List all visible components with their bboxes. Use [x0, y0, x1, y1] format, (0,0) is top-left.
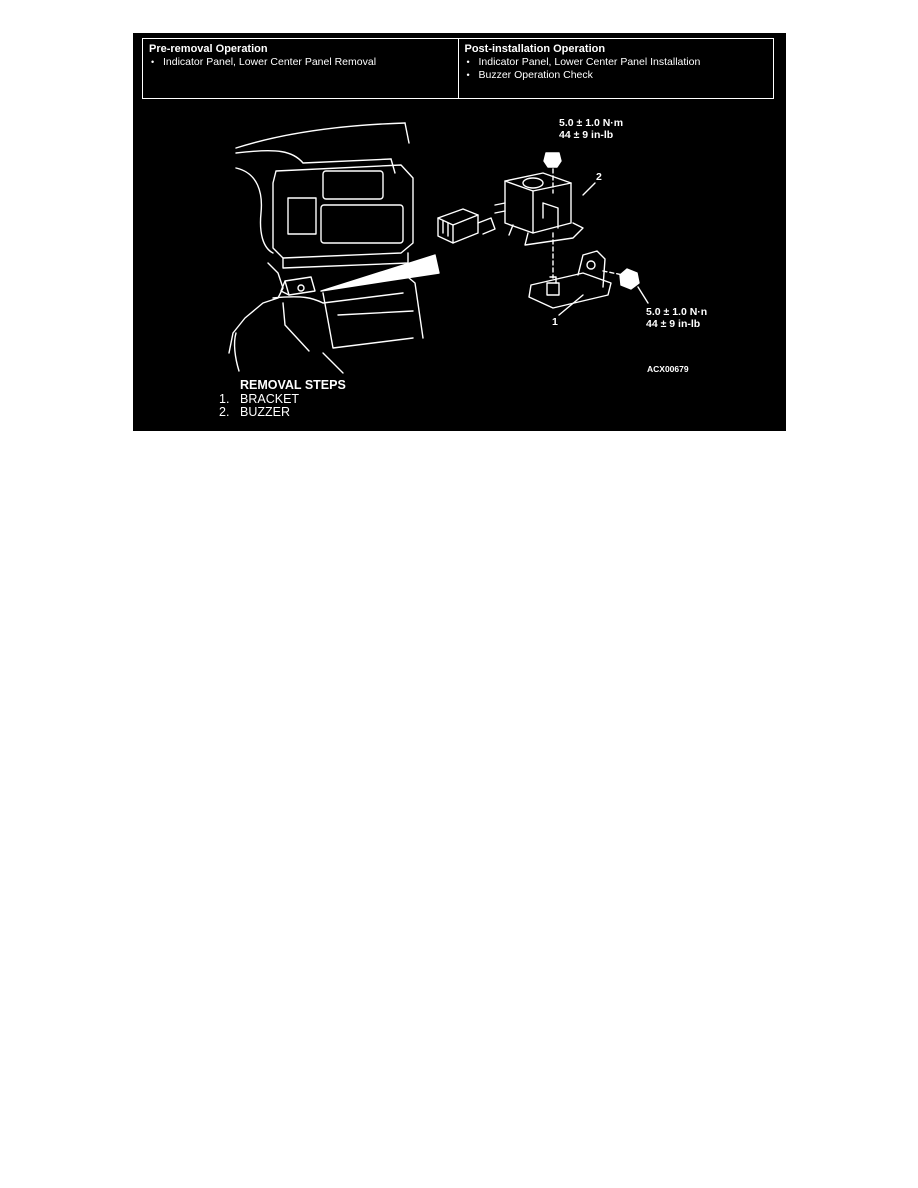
leader-line-1 [558, 294, 584, 316]
bracket-part [528, 250, 612, 309]
service-figure: Pre-removal Operation Indicator Panel, L… [133, 33, 786, 431]
post-installation-column: Post-installation Operation Indicator Pa… [457, 39, 774, 98]
buzzer-unit [494, 172, 584, 246]
side-nut [602, 268, 640, 290]
pre-removal-heading: Pre-removal Operation [149, 43, 268, 55]
post-installation-heading: Post-installation Operation [464, 43, 606, 55]
connector-plug [437, 208, 496, 244]
pre-removal-item: Indicator Panel, Lower Center Panel Remo… [149, 56, 452, 69]
removal-step-label: BUZZER [240, 405, 290, 419]
operations-table: Pre-removal Operation Indicator Panel, L… [142, 38, 774, 99]
torque-side-line2: 44 ± 9 in-lb [646, 318, 701, 330]
removal-step: 1. BRACKET [219, 391, 346, 407]
removal-step-label: BRACKET [240, 391, 300, 406]
pointer-wedge [320, 254, 440, 292]
figure-code: ACX00679 [647, 364, 689, 374]
buzzer-location-marker [280, 276, 316, 296]
torque-top-line2: 44 ± 9 in-lb [559, 129, 614, 141]
part-number-1: 1 [552, 316, 558, 328]
torque-side-line1: 5.0 ± 1.0 N·n [646, 306, 708, 318]
removal-step-number: 1. [219, 391, 230, 406]
post-installation-item: Buzzer Operation Check [465, 69, 768, 82]
removal-step-number: 2. [219, 405, 230, 419]
leader-line-2 [582, 182, 596, 196]
removal-step: 2. BUZZER [219, 405, 346, 420]
removal-steps-title: REMOVAL STEPS [240, 378, 346, 392]
part-number-2: 2 [596, 171, 602, 183]
top-bolt [543, 152, 562, 279]
leader-line-nut [637, 286, 649, 304]
buzzer-removal-drawing [228, 122, 649, 374]
post-installation-item: Indicator Panel, Lower Center Panel Inst… [465, 56, 768, 69]
removal-steps: REMOVAL STEPS 1. BRACKET 2. BUZZER [219, 378, 346, 420]
torque-top-line1: 5.0 ± 1.0 N·m [559, 117, 624, 129]
dashboard-illustration [228, 122, 424, 374]
pre-removal-column: Pre-removal Operation Indicator Panel, L… [143, 39, 458, 98]
